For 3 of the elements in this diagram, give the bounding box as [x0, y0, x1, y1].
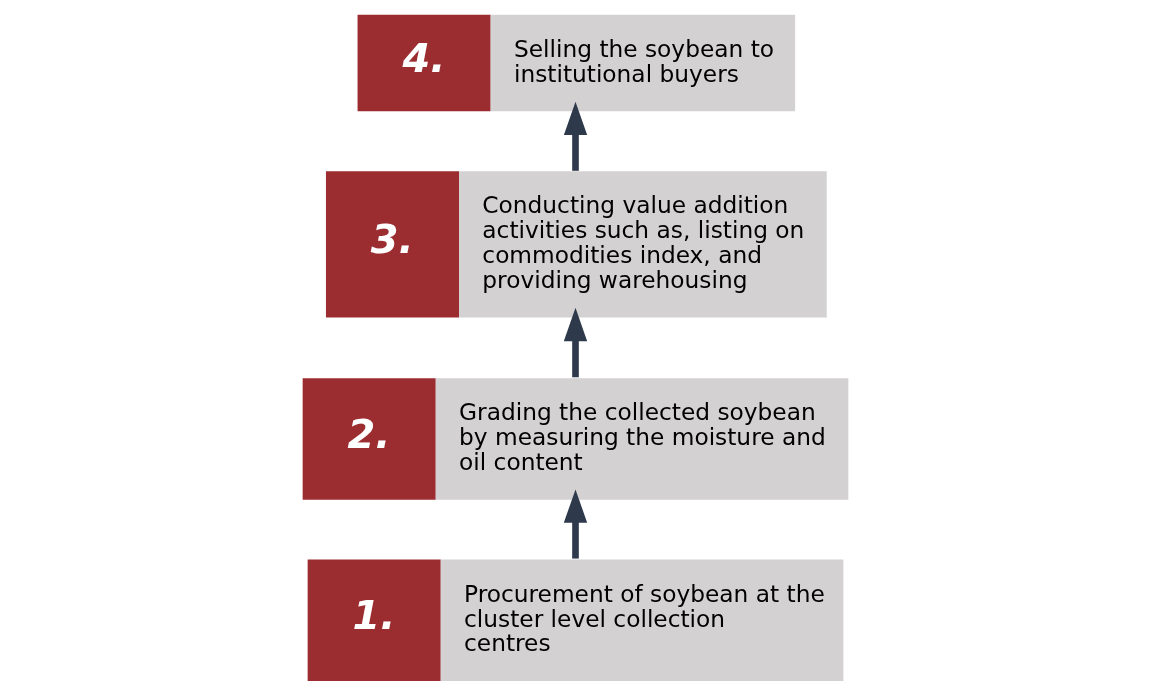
arrow	[563, 307, 587, 378]
arrow	[563, 101, 587, 171]
arrow	[563, 489, 587, 559]
